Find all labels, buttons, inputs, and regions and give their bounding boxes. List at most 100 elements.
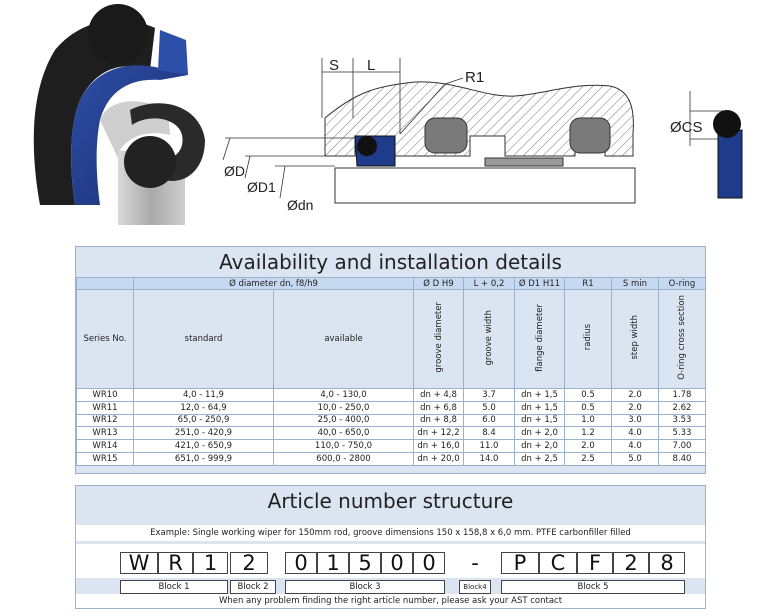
char-box-15: 8 <box>649 552 685 574</box>
table-cell-r1: 1.2 <box>564 426 612 441</box>
table-cell-s: 3.0 <box>611 413 659 428</box>
char-box-14: 2 <box>613 552 649 574</box>
table-cell-series: WR12 <box>76 413 134 428</box>
header-blank <box>76 277 134 290</box>
char-box-13: F <box>577 552 613 574</box>
table-cell-s: 5.0 <box>611 451 659 466</box>
header-oring: O-ring <box>658 277 706 290</box>
availability-title: Availability and installation details <box>219 250 562 274</box>
char-box-10: - <box>459 552 491 574</box>
block-4: Block4 <box>459 580 491 594</box>
subheader-oring-cs: O-ring cross section <box>677 295 687 380</box>
table-cell-s: 2.0 <box>611 388 659 402</box>
table-cell-l: 3.7 <box>463 388 515 402</box>
table-cell-d: dn + 20,0 <box>413 451 464 466</box>
table-cell-cs: 7.00 <box>658 439 706 453</box>
table-cell-series: WR11 <box>76 400 134 415</box>
block-1: Block 1 <box>120 580 228 594</box>
table-cell-s: 4.0 <box>611 439 659 453</box>
block-2: Block 2 <box>230 580 276 594</box>
table-cell-series: WR10 <box>76 388 134 402</box>
char-box-11: P <box>501 552 539 574</box>
table-cell-standard: 65,0 - 250,9 <box>133 413 274 428</box>
label-r1: R1 <box>465 69 484 86</box>
table-cell-d1: dn + 1,5 <box>514 400 565 415</box>
table-cell-r1: 1.0 <box>564 413 612 428</box>
char-box-1: W <box>120 552 158 574</box>
table-cell-d: dn + 16,0 <box>413 439 464 453</box>
article-chars: W R 1 2 0 1 5 0 0 - P C F 2 8 <box>76 544 705 578</box>
table-cell-standard: 251,0 - 420,9 <box>133 426 274 441</box>
table-cell-d: dn + 4,8 <box>413 388 464 402</box>
label-l: L <box>367 57 375 74</box>
subheader-available: available <box>273 289 414 389</box>
table-cell-available: 25,0 - 400,0 <box>273 413 414 428</box>
table-cell-standard: 651,0 - 999,9 <box>133 451 274 466</box>
label-s: S <box>329 57 339 74</box>
table-cell-l: 5.0 <box>463 400 515 415</box>
label-dn: Ødn <box>287 197 313 213</box>
label-cs: ØCS <box>670 119 703 136</box>
char-box-2: R <box>158 552 193 574</box>
subheader-series: Series No. <box>76 289 134 389</box>
table-cell-d: dn + 6,8 <box>413 400 464 415</box>
subheader-groove-width: groove width <box>484 309 494 366</box>
char-box-8: 0 <box>381 552 413 574</box>
header-l: L + 0,2 <box>463 277 515 290</box>
char-box-7: 5 <box>349 552 381 574</box>
header-s-min: S min <box>611 277 659 290</box>
table-cell-available: 40,0 - 650,0 <box>273 426 414 441</box>
article-example: Example: Single working wiper for 150mm … <box>76 525 705 541</box>
header-d-h9: Ø D H9 <box>413 277 464 290</box>
article-footer: When any problem finding the right artic… <box>76 594 705 608</box>
table-cell-cs: 8.40 <box>658 451 706 466</box>
table-cell-standard: 421,0 - 650,9 <box>133 439 274 453</box>
article-title: Article number structure <box>267 489 514 513</box>
block-5: Block 5 <box>501 580 685 594</box>
oring-cs-detail: ØCS <box>668 86 766 204</box>
label-d: ØD <box>224 163 245 179</box>
char-box-4: 2 <box>230 552 268 574</box>
table-cell-cs: 3.53 <box>658 413 706 428</box>
table-cell-available: 110,0 - 750,0 <box>273 439 414 453</box>
table-cell-standard: 12,0 - 64,9 <box>133 400 274 415</box>
table-cell-l: 11.0 <box>463 439 515 453</box>
header-diameter: Ø diameter dn, f8/h9 <box>133 277 414 290</box>
table-cell-d1: dn + 2,0 <box>514 439 565 453</box>
table-cell-series: WR15 <box>76 451 134 466</box>
table-cell-d1: dn + 2,5 <box>514 451 565 466</box>
table-cell-l: 6.0 <box>463 413 515 428</box>
char-box-5: 0 <box>285 552 317 574</box>
char-box-9: 0 <box>413 552 445 574</box>
header-d1-h11: Ø D1 H11 <box>514 277 565 290</box>
subheader-groove-diameter: groove diameter <box>433 302 444 373</box>
table-cell-d: dn + 8,8 <box>413 413 464 428</box>
table-cell-d1: dn + 1,5 <box>514 413 565 428</box>
article-section: Article number structure Example: Single… <box>75 485 706 609</box>
char-box-6: 1 <box>317 552 349 574</box>
subheader-standard: standard <box>133 289 274 389</box>
cross-section-drawing: S L R1 ØD ØD1 Ødn <box>215 38 645 238</box>
table-cell-series: WR14 <box>76 439 134 453</box>
char-box-3: 1 <box>193 552 228 574</box>
table-cell-r1: 0.5 <box>564 388 612 402</box>
seal-3d-render <box>0 0 215 240</box>
table-cell-available: 4,0 - 130,0 <box>273 388 414 402</box>
table-cell-d1: dn + 1,5 <box>514 388 565 402</box>
subheader-radius: radius <box>583 324 593 351</box>
table-cell-l: 14.0 <box>463 451 515 466</box>
table-cell-r1: 0.5 <box>564 400 612 415</box>
table-cell-l: 8.4 <box>463 426 515 441</box>
table-cell-s: 4.0 <box>611 426 659 441</box>
subheader-flange-diameter: flange diameter <box>534 303 545 372</box>
table-cell-d1: dn + 2,0 <box>514 426 565 441</box>
block-3: Block 3 <box>285 580 445 594</box>
table-cell-r1: 2.5 <box>564 451 612 466</box>
label-d1: ØD1 <box>247 179 276 195</box>
